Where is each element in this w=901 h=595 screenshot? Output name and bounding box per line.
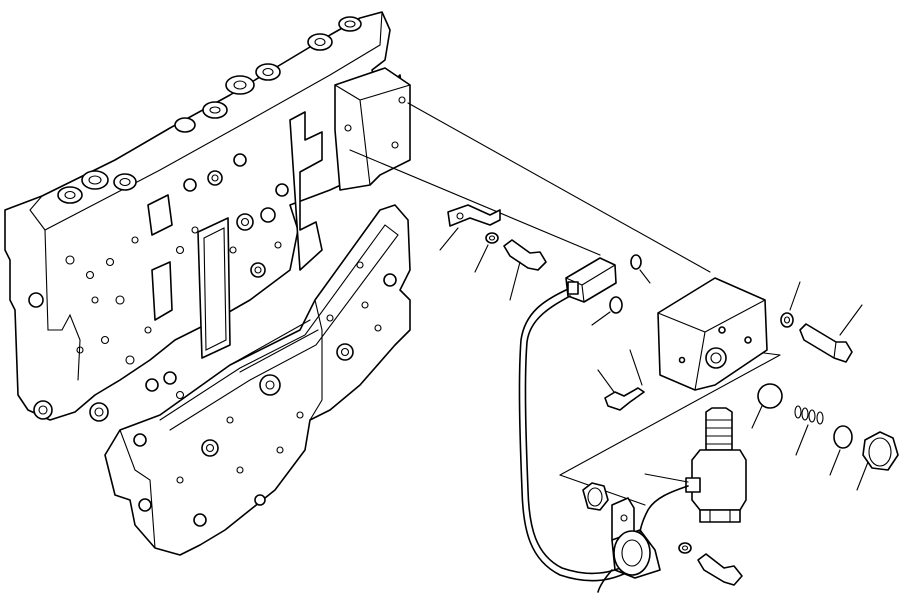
bolt-right	[799, 304, 863, 363]
o-ring	[630, 254, 651, 284]
valve-body-lower-plate	[104, 204, 411, 556]
o-ring-small	[591, 296, 623, 326]
top-bosses	[57, 16, 362, 204]
spring	[794, 405, 824, 456]
wiring-harness	[518, 289, 689, 593]
plug-seal	[829, 425, 853, 476]
face-holes	[28, 123, 305, 422]
harness-grommet	[613, 530, 651, 576]
connector	[565, 257, 617, 303]
bolt-lower	[697, 553, 743, 586]
bolt-upper	[503, 239, 547, 301]
lower-plate-holes	[133, 261, 397, 527]
washer-right	[780, 281, 801, 328]
bolt-small	[597, 349, 645, 411]
spacer	[582, 482, 609, 511]
solenoid-valve-block	[657, 277, 768, 391]
ball	[751, 383, 783, 429]
harness-wire-inner	[524, 295, 637, 575]
slot-upper	[147, 194, 173, 236]
mounting-block	[334, 67, 411, 191]
plug	[856, 431, 899, 491]
wire-clamp-bracket	[439, 204, 501, 251]
harness-wire	[518, 289, 641, 582]
washer-lower	[678, 542, 692, 554]
gasket-outline	[159, 224, 399, 431]
valve-body-assembly	[4, 11, 411, 556]
slot-middle	[151, 261, 173, 321]
washer-upper	[474, 232, 499, 273]
solenoid-valve	[644, 407, 747, 523]
side-tab	[289, 111, 323, 271]
